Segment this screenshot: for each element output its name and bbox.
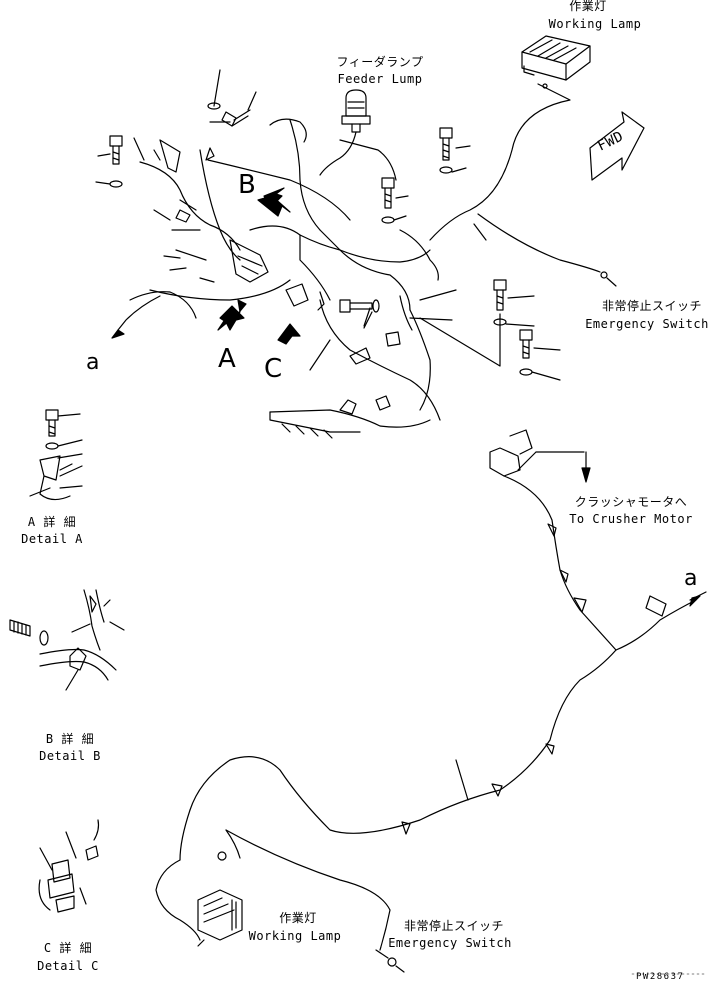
detail-a-figure <box>29 409 83 501</box>
working-lamp-top-en: Working Lamp <box>548 17 642 31</box>
view-c-label: C <box>264 354 283 384</box>
detail-b-figure <box>9 589 125 691</box>
working-lamp-top-icon <box>521 35 591 81</box>
bolt-icon <box>381 177 395 209</box>
detail-c-jp: C 詳 細 <box>43 941 93 955</box>
main-harness <box>129 118 439 411</box>
washer-icon <box>372 299 380 313</box>
bolt-icon <box>339 299 373 313</box>
working-lamp-bottom-icon <box>197 889 243 941</box>
view-a-label: A <box>218 344 236 374</box>
bolt-icon <box>493 279 507 311</box>
emergency-switch-right-en: Emergency Switch <box>585 317 709 331</box>
washer-icon <box>439 166 453 174</box>
crusher-motor-jp: クラッシャモータへ <box>574 495 688 509</box>
drawing-number: PW28637 <box>636 972 685 982</box>
feeder-lamp-icon <box>341 89 371 133</box>
crusher-motor-en: To Crusher Motor <box>569 512 693 526</box>
ref-a-right: a <box>684 566 698 591</box>
emergency-switch-bottom-jp: 非常停止スイッチ <box>403 919 504 933</box>
detail-a-jp: A 詳 細 <box>27 515 77 529</box>
feeder-lamp-jp: フィーダランプ <box>336 55 424 69</box>
washer-icon <box>109 180 123 188</box>
detail-b-jp: B 詳 細 <box>45 732 95 746</box>
bolt-icon <box>221 91 257 127</box>
emergency-switch-right-jp: 非常停止スイッチ <box>601 299 702 313</box>
feeder-lamp-en: Feeder Lump <box>337 72 423 86</box>
crusher-motor-connector-icon <box>489 429 533 477</box>
detail-c-en: Detail C <box>37 959 99 973</box>
bolt-icon <box>519 329 533 359</box>
working-lamp-top-jp: 作業灯 <box>569 0 607 13</box>
emergency-switch-bottom-en: Emergency Switch <box>388 936 512 950</box>
detail-c-figure <box>38 819 100 913</box>
detail-b-en: Detail B <box>39 749 101 763</box>
ref-a-left: a <box>86 350 100 375</box>
working-lamp-bottom-en: Working Lamp <box>248 929 342 943</box>
washer-icon <box>381 216 395 224</box>
working-lamp-bottom-jp: 作業灯 <box>279 911 317 925</box>
view-b-label: B <box>238 170 256 200</box>
view-arrow-c <box>277 323 301 345</box>
washer-icon <box>519 368 533 376</box>
bolt-icon <box>109 135 123 165</box>
bolt-icon <box>439 127 453 161</box>
detail-a-en: Detail A <box>21 532 83 546</box>
fwd-arrow-icon <box>589 111 645 181</box>
